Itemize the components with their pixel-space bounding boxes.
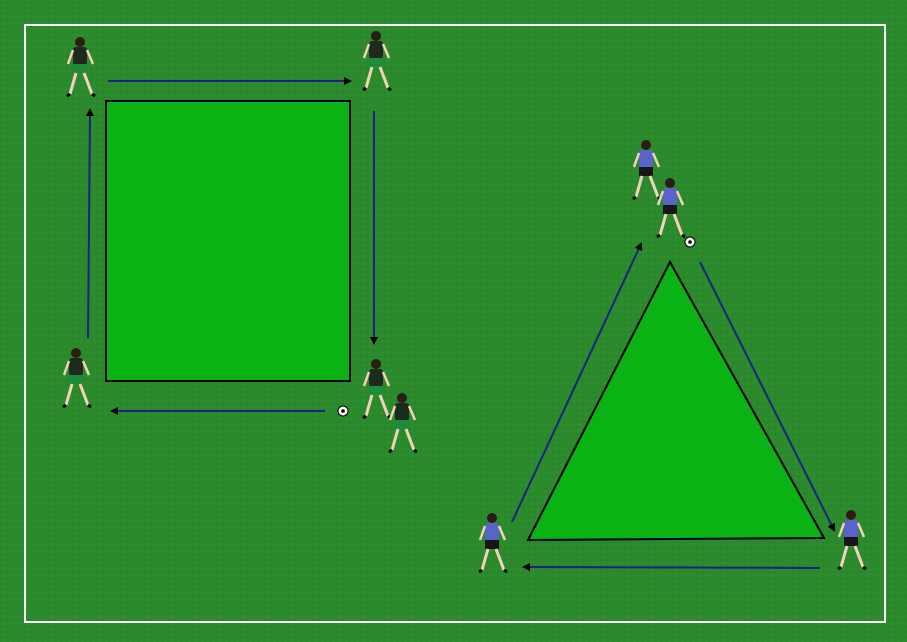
player-blue <box>656 178 686 239</box>
player-green <box>62 348 92 409</box>
soccer-ball-icon <box>684 236 696 248</box>
player-green <box>388 393 418 454</box>
pitch-boundary-line <box>24 24 886 623</box>
square-zone <box>105 100 351 382</box>
player-green <box>362 31 392 92</box>
pass-arrow <box>511 242 643 523</box>
pass-arrow <box>699 261 835 532</box>
triangle-passing-drill <box>511 242 835 572</box>
soccer-ball-icon <box>337 405 349 417</box>
player-blue <box>478 513 508 574</box>
player-green <box>362 359 392 420</box>
player-blue <box>632 140 662 201</box>
player-blue <box>837 510 867 571</box>
player-green <box>66 37 96 98</box>
triangle-zone <box>526 259 826 542</box>
pass-arrow <box>522 563 821 572</box>
pass-arrow <box>85 108 94 339</box>
square-passing-drill <box>85 77 378 415</box>
